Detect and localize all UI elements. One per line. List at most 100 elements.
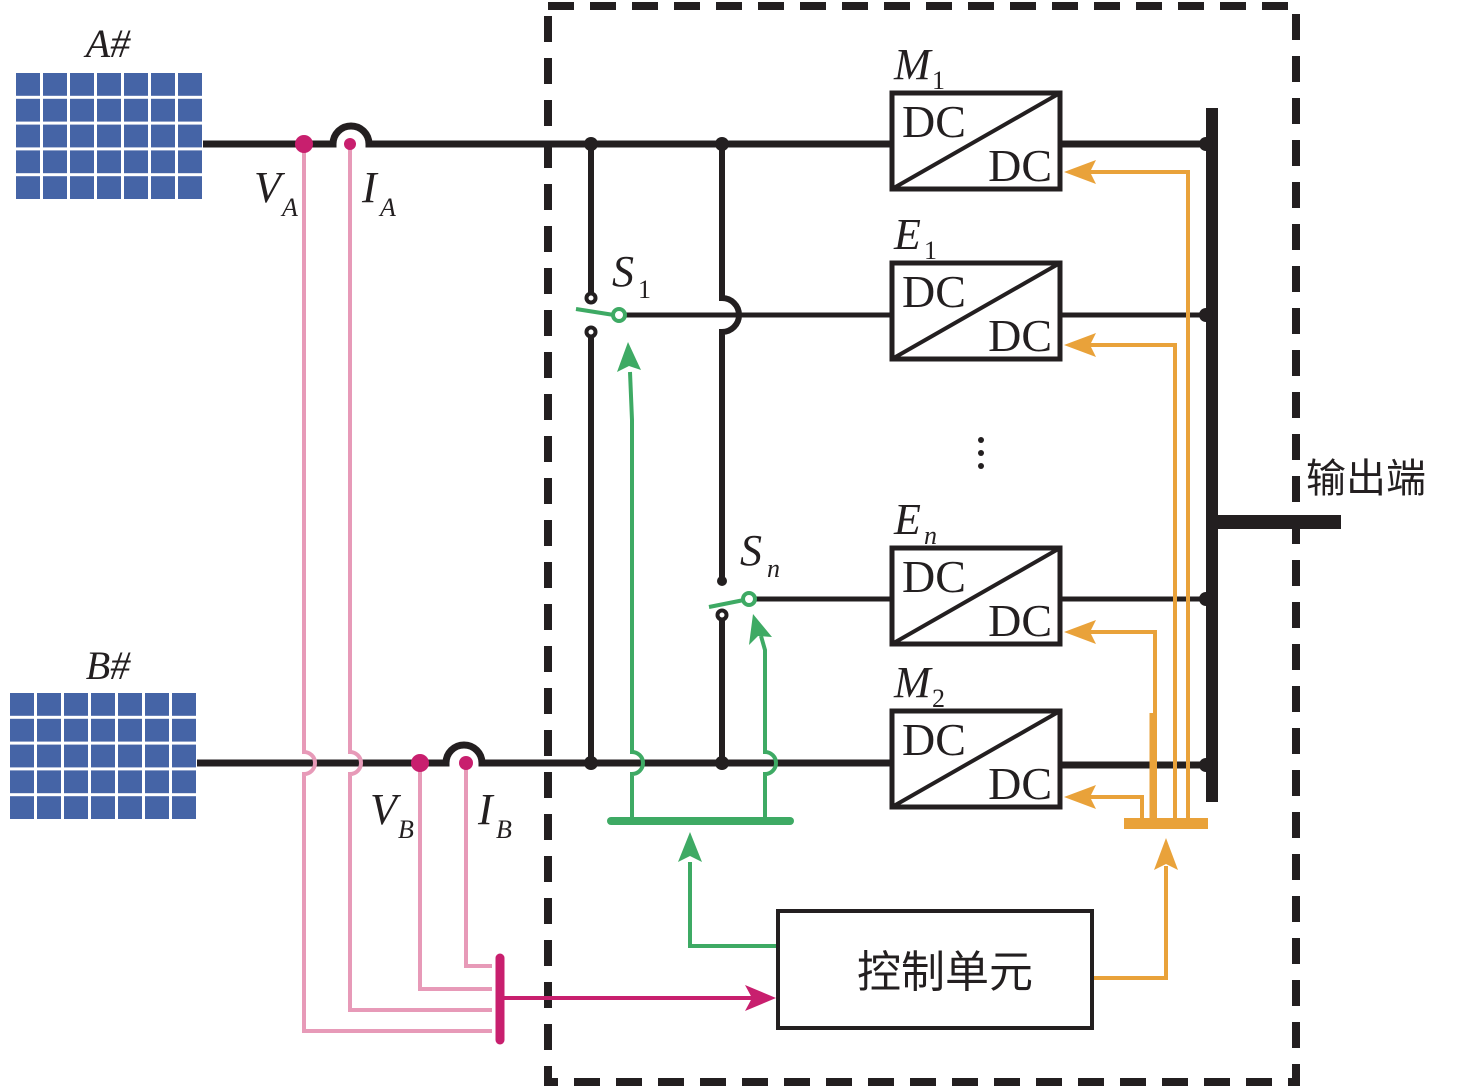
pv-cell bbox=[118, 693, 142, 716]
pv-cell bbox=[70, 176, 94, 199]
sense-vb bbox=[418, 763, 492, 991]
pv-cell bbox=[118, 796, 142, 819]
pv-cell bbox=[10, 796, 34, 819]
pv-cell bbox=[43, 124, 67, 148]
converter-control-wiring bbox=[1090, 170, 1190, 980]
sense-ib bbox=[464, 763, 492, 968]
pv-cell bbox=[97, 150, 121, 174]
pv-array-b bbox=[10, 693, 196, 819]
arrow-to-e1 bbox=[1064, 333, 1096, 357]
converter-input-label: DC bbox=[902, 96, 966, 147]
junction-dot bbox=[715, 137, 729, 151]
green-from-control bbox=[688, 862, 778, 948]
junction-dot bbox=[1199, 758, 1213, 772]
sense-va bbox=[302, 144, 492, 1033]
pv-cell bbox=[64, 770, 88, 794]
converter-diagonal bbox=[891, 546, 1061, 646]
svg-text:n: n bbox=[767, 554, 780, 583]
svg-text:B: B bbox=[398, 815, 414, 844]
pv-cell bbox=[70, 124, 94, 148]
converter-name-label: M bbox=[893, 40, 933, 89]
pv-cell bbox=[151, 73, 175, 96]
sensor-ib-point bbox=[459, 756, 473, 770]
converter-name-label: E bbox=[893, 495, 921, 544]
svg-text:S: S bbox=[612, 247, 634, 296]
sense-ia bbox=[348, 144, 492, 1012]
junction-dot bbox=[584, 756, 598, 770]
pv-cell bbox=[16, 73, 40, 96]
pv-cell bbox=[172, 693, 196, 716]
pv-cell bbox=[16, 98, 40, 122]
pv-cell bbox=[91, 744, 115, 768]
label-ib: I B bbox=[477, 785, 512, 844]
converter-input-label: DC bbox=[902, 266, 966, 317]
pv-b-label: B# bbox=[86, 643, 131, 688]
junction-dot bbox=[1199, 137, 1213, 151]
pv-cell bbox=[124, 176, 148, 199]
pv-cell bbox=[172, 796, 196, 819]
pv-cell bbox=[64, 718, 88, 742]
pv-cell bbox=[172, 718, 196, 742]
arrow-to-m1 bbox=[1064, 160, 1096, 184]
pv-cell bbox=[178, 98, 202, 122]
pv-array-a bbox=[16, 73, 202, 199]
junction-dot bbox=[1199, 592, 1213, 606]
pv-cell bbox=[37, 718, 61, 742]
converter-output-label: DC bbox=[988, 595, 1052, 646]
arrow-to-s1 bbox=[617, 342, 641, 372]
pv-cell bbox=[145, 770, 169, 794]
power-wiring bbox=[197, 108, 1341, 802]
pv-cell bbox=[37, 693, 61, 716]
control-unit-label: 控制单元 bbox=[857, 947, 1033, 998]
converter-name-label: M bbox=[893, 658, 933, 707]
pv-cell bbox=[145, 796, 169, 819]
pv-cell bbox=[151, 124, 175, 148]
converter-enclosure bbox=[544, 2, 1300, 1086]
junction-dot bbox=[584, 137, 598, 151]
pv-cell bbox=[43, 73, 67, 96]
converter-output-label: DC bbox=[988, 140, 1052, 191]
pv-cell bbox=[10, 744, 34, 768]
pv-cell bbox=[97, 73, 121, 96]
pv-cell bbox=[124, 124, 148, 148]
label-va: V A bbox=[254, 163, 298, 222]
pv-cell bbox=[97, 124, 121, 148]
green-arrowheads bbox=[617, 342, 772, 862]
pv-cell bbox=[91, 770, 115, 794]
svg-text:I: I bbox=[477, 785, 495, 834]
wire-a-main bbox=[203, 122, 892, 148]
orange-to-e1 bbox=[1090, 343, 1177, 820]
label-s1: S 1 bbox=[612, 247, 651, 304]
wire-sn-upper bbox=[719, 144, 742, 580]
pv-cell bbox=[16, 150, 40, 174]
pv-cell bbox=[118, 718, 142, 742]
label-sn: S n bbox=[740, 526, 780, 583]
converter-input-label: DC bbox=[902, 714, 966, 765]
sensing-to-control-arrow bbox=[502, 985, 776, 1011]
converter-output-label: DC bbox=[988, 758, 1052, 809]
orange-to-m2 bbox=[1090, 795, 1144, 820]
pv-cell bbox=[70, 73, 94, 96]
pv-cell bbox=[151, 98, 175, 122]
pv-a-label: A# bbox=[83, 21, 131, 66]
pv-cell bbox=[16, 176, 40, 199]
pv-cell bbox=[43, 98, 67, 122]
pv-cell bbox=[64, 693, 88, 716]
pv-cell bbox=[64, 796, 88, 819]
pv-cell bbox=[16, 124, 40, 148]
svg-text:1: 1 bbox=[638, 275, 651, 304]
converter-diagonal bbox=[891, 709, 1061, 809]
sensing-wiring bbox=[302, 144, 492, 1033]
arrow-to-orange-bus bbox=[1154, 838, 1178, 870]
pv-cell bbox=[178, 73, 202, 96]
pv-cell bbox=[118, 770, 142, 794]
pv-cell bbox=[97, 98, 121, 122]
converter-control-bus bbox=[1124, 818, 1208, 829]
svg-text:V: V bbox=[254, 163, 286, 212]
converter-output-label: DC bbox=[988, 310, 1052, 361]
